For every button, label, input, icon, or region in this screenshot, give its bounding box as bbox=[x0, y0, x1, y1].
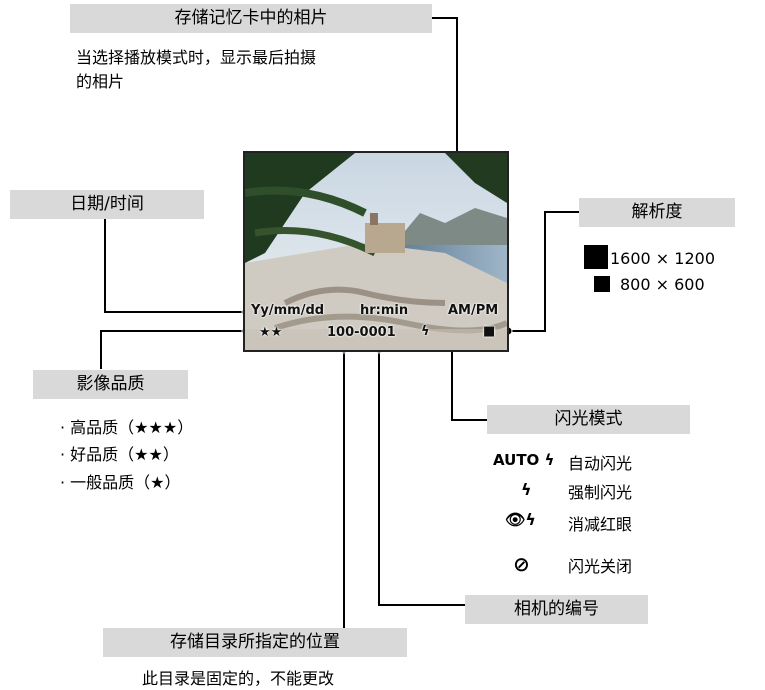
folder-desc: 此目录是固定的，不能更改 bbox=[142, 669, 335, 688]
datetime-label: 日期/时间 bbox=[10, 190, 204, 219]
flash-on-label: 强制闪光 bbox=[568, 483, 633, 502]
red-eye-icon: 👁ϟ bbox=[505, 510, 536, 529]
quality-label: 影像品质 bbox=[33, 370, 188, 399]
osd-file-number: 100-0001 bbox=[327, 325, 396, 340]
photo-card-desc-2: 的相片 bbox=[76, 72, 125, 91]
photo-card-desc-1: 当选择播放模式时，显示最后拍摄 bbox=[76, 48, 317, 67]
line-resolution bbox=[508, 211, 579, 332]
photo-card-label: 存储记忆卡中的相片 bbox=[70, 4, 432, 33]
line-datetime bbox=[104, 219, 246, 313]
flash-off-label: 闪光关闭 bbox=[568, 557, 633, 576]
camera-number-label: 相机的编号 bbox=[465, 595, 648, 624]
flash-mode-label: 闪光模式 bbox=[487, 405, 690, 434]
osd-flash-icon: ϟ bbox=[421, 324, 430, 339]
folder-location-label: 存储目录所指定的位置 bbox=[103, 628, 407, 657]
resolution-label: 解析度 bbox=[579, 198, 735, 227]
line-quality bbox=[100, 330, 246, 369]
red-eye-label: 消减红眼 bbox=[568, 515, 633, 534]
osd-quality-stars: ★★ bbox=[259, 325, 283, 340]
beach-scene-image bbox=[245, 153, 507, 350]
line-photo bbox=[432, 17, 458, 182]
resolution-large: 1600 × 1200 bbox=[610, 249, 716, 268]
flash-auto-icon: AUTO ϟ bbox=[493, 451, 555, 469]
large-resolution-icon bbox=[584, 245, 608, 269]
quality-item-normal: · 一般品质（★） bbox=[60, 473, 181, 492]
line-flash bbox=[451, 346, 487, 421]
line-camera bbox=[378, 349, 465, 606]
resolution-small: 800 × 600 bbox=[620, 275, 705, 294]
osd-ampm: AM/PM bbox=[448, 303, 499, 318]
flash-on-icon: ϟ bbox=[521, 480, 532, 499]
lcd-photo: Yy/mm/dd hr:min AM/PM ★★ 100-0001 ϟ ■ bbox=[243, 151, 509, 352]
osd-time: hr:min bbox=[360, 303, 409, 318]
flash-auto-label: 自动闪光 bbox=[568, 454, 633, 473]
quality-item-high: · 高品质（★★★） bbox=[60, 418, 194, 437]
small-resolution-icon bbox=[594, 276, 610, 292]
osd-date: Yy/mm/dd bbox=[251, 303, 325, 318]
quality-item-good: · 好品质（★★） bbox=[60, 445, 179, 464]
osd-resolution-icon: ■ bbox=[483, 324, 496, 339]
flash-off-icon: ⊘ bbox=[513, 552, 530, 576]
